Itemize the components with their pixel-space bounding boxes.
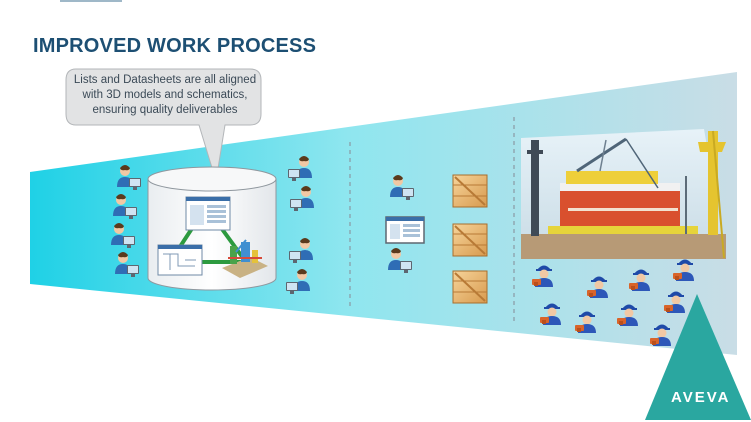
wooden-crate-icon (452, 223, 488, 257)
callout-line: with 3D models and schematics, (82, 89, 248, 101)
callout-text: Lists and Datasheets are all aligned wit… (66, 73, 264, 118)
3d-model-icon (222, 239, 268, 278)
integration-triangle (168, 205, 248, 264)
offshore-rig-photo (521, 129, 726, 259)
schematic-window-icon (157, 244, 203, 276)
slide-title: IMPROVED WORK PROCESS (33, 35, 317, 57)
datasheet-window-icon (185, 196, 231, 231)
top-accent-bar (60, 0, 122, 2)
wooden-crate-icon (452, 174, 488, 208)
datasheet-window-icon (385, 216, 425, 244)
callout-bubble (65, 68, 262, 182)
callout-line: ensuring quality deliverables (92, 104, 238, 116)
aveva-logo: AVEVA (671, 389, 731, 406)
brand-triangle (645, 294, 751, 420)
wooden-crate-icon (452, 270, 488, 304)
callout-line: Lists and Datasheets are all aligned (73, 74, 257, 86)
